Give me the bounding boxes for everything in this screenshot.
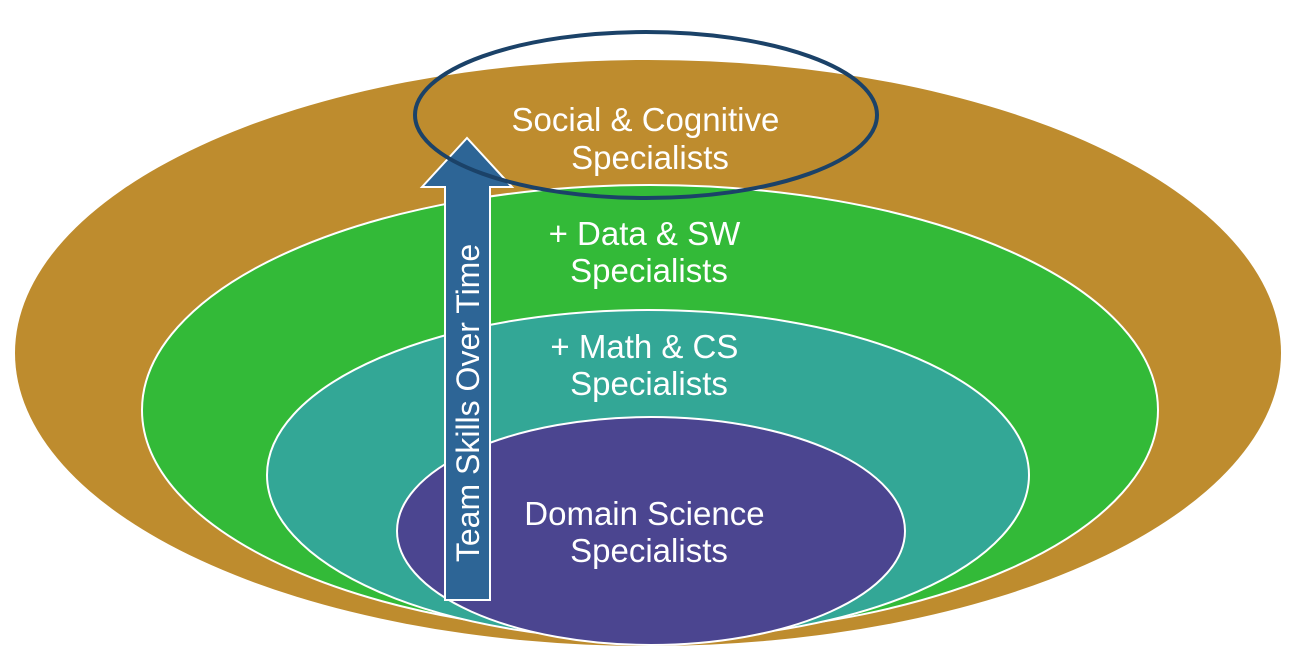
team-skills-arrow-label: Team Skills Over Time (450, 244, 486, 562)
layer-math-label: + Math & CS Specialists (550, 328, 747, 402)
team-skills-arrow (419, 136, 515, 601)
layer-math-line-2: Specialists (570, 365, 728, 402)
highlight-ellipse (413, 30, 879, 200)
layer-data-line-2: Specialists (570, 252, 728, 289)
layer-data-label: + Data & SW Specialists (549, 215, 750, 289)
layer-data-line-1: + Data & SW (549, 215, 742, 252)
layer-domain-ellipse (396, 416, 906, 646)
layer-domain-label: Domain Science Specialists (524, 495, 773, 569)
layer-domain-line-2: Specialists (570, 532, 728, 569)
layer-social-line-1: Social & Cognitive (512, 101, 780, 138)
layer-math-line-1: + Math & CS (550, 328, 738, 365)
layer-social-line-2: Specialists (571, 139, 729, 176)
layer-domain-line-1: Domain Science (524, 495, 764, 532)
layer-social-label: Social & Cognitive Specialists (512, 101, 789, 176)
